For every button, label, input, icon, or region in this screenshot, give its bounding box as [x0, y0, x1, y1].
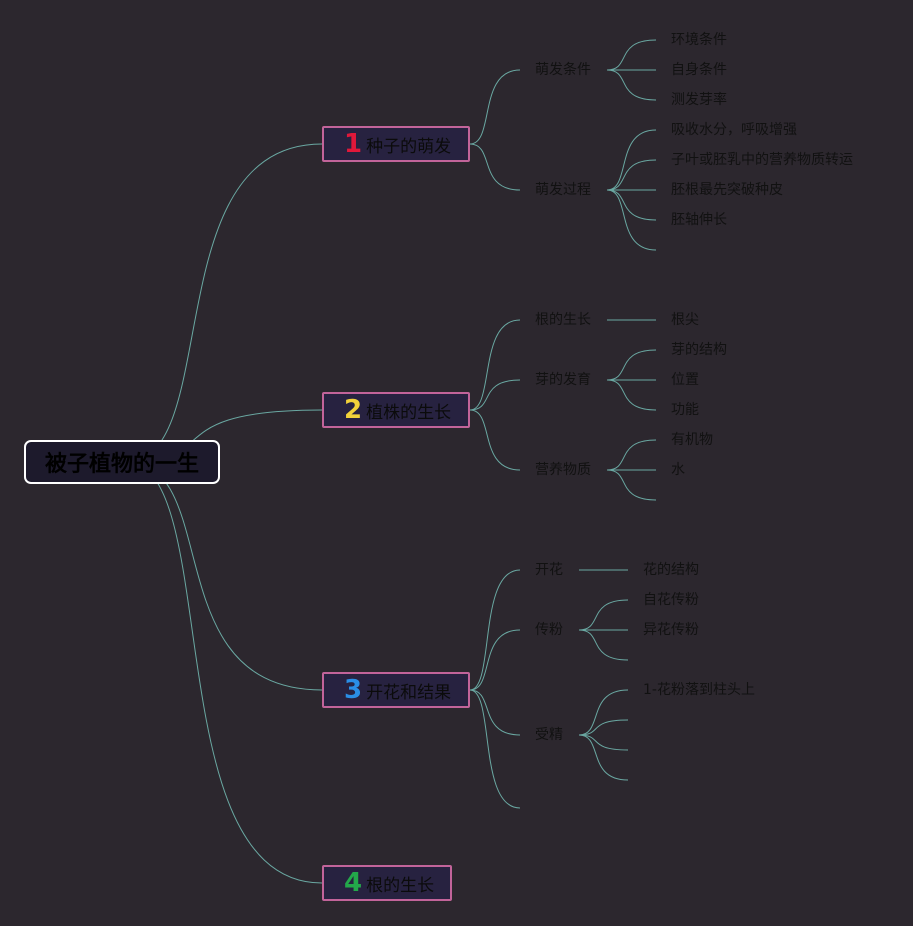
branch-label: 植株的生长 [366, 402, 452, 423]
subtopic-to-leaf-line [578, 599, 629, 631]
branch-number-icon: 2 [344, 395, 363, 425]
leaf-topic[interactable]: 1-花粉落到柱头上 [643, 682, 755, 698]
subtopic[interactable]: 萌发条件 [535, 62, 591, 78]
subtopic[interactable]: 营养物质 [535, 462, 591, 478]
leaf-topic[interactable]: 环境条件 [671, 32, 727, 48]
leaf-topic[interactable]: 子叶或胚乳中的营养物质转运 [671, 152, 853, 168]
subtopic-to-leaf-line [578, 734, 629, 751]
leaf-topic[interactable]: 功能 [671, 402, 699, 418]
branch-number-icon: 4 [344, 868, 363, 898]
leaf-topic[interactable]: 花的结构 [643, 562, 699, 578]
branch-to-subtopic-line [469, 629, 521, 691]
subtopic-to-leaf-line [606, 439, 657, 471]
leaf-topic[interactable]: 吸收水分，呼吸增强 [671, 122, 797, 138]
subtopic-to-leaf-line [606, 69, 657, 101]
leaf-topic[interactable]: 异花传粉 [643, 622, 699, 638]
leaf-topic[interactable]: 测发芽率 [671, 92, 727, 108]
branch-label: 根的生长 [366, 875, 435, 896]
branch-to-subtopic-line [469, 569, 521, 691]
subtopic-to-leaf-line [578, 629, 629, 661]
subtopic-to-leaf-line [606, 379, 657, 411]
root-to-branch-line [125, 461, 323, 691]
branch-label: 开花和结果 [366, 682, 452, 703]
branch-to-empty-subtopic-line [469, 689, 521, 809]
subtopic[interactable]: 根的生长 [535, 312, 591, 328]
subtopic-to-leaf-line [578, 689, 629, 736]
subtopic-to-leaf-line [578, 734, 629, 781]
subtopic-to-leaf-line [606, 159, 657, 191]
subtopic[interactable]: 传粉 [535, 622, 563, 638]
leaf-topic[interactable]: 位置 [671, 372, 699, 388]
subtopic-to-leaf-line [606, 349, 657, 381]
subtopic-to-leaf-line [578, 719, 629, 736]
branch-to-subtopic-line [469, 319, 521, 411]
branch-to-subtopic-line [469, 409, 521, 471]
branch-to-subtopic-line [469, 143, 521, 191]
subtopic-to-leaf-line [606, 189, 657, 221]
leaf-topic[interactable]: 根尖 [671, 312, 699, 328]
branch-number-icon: 3 [344, 675, 363, 705]
branch-number-icon: 1 [344, 129, 363, 159]
subtopic[interactable]: 开花 [535, 562, 563, 578]
subtopic-to-leaf-line [606, 39, 657, 71]
root-to-branch-line [125, 143, 323, 463]
branch-label: 种子的萌发 [366, 136, 452, 157]
leaf-topic[interactable]: 芽的结构 [671, 342, 727, 358]
subtopic[interactable]: 芽的发育 [535, 372, 591, 388]
subtopic-to-leaf-line [606, 129, 657, 191]
leaf-topic[interactable]: 水 [671, 462, 685, 478]
subtopic-to-leaf-line [606, 469, 657, 501]
root-topic[interactable]: 被子植物的一生 [24, 440, 220, 484]
leaf-topic[interactable]: 自花传粉 [643, 592, 699, 608]
subtopic[interactable]: 萌发过程 [535, 182, 591, 198]
branch-to-subtopic-line [469, 69, 521, 145]
leaf-topic[interactable]: 胚轴伸长 [671, 212, 727, 228]
leaf-topic[interactable]: 胚根最先突破种皮 [671, 182, 783, 198]
branch-to-subtopic-line [469, 689, 521, 736]
root-to-branch-line [125, 461, 323, 884]
branch-to-subtopic-line [469, 379, 521, 411]
leaf-topic[interactable]: 自身条件 [671, 62, 727, 78]
subtopic[interactable]: 受精 [535, 727, 563, 743]
subtopic-to-leaf-line [606, 189, 657, 251]
leaf-topic[interactable]: 有机物 [671, 432, 713, 448]
